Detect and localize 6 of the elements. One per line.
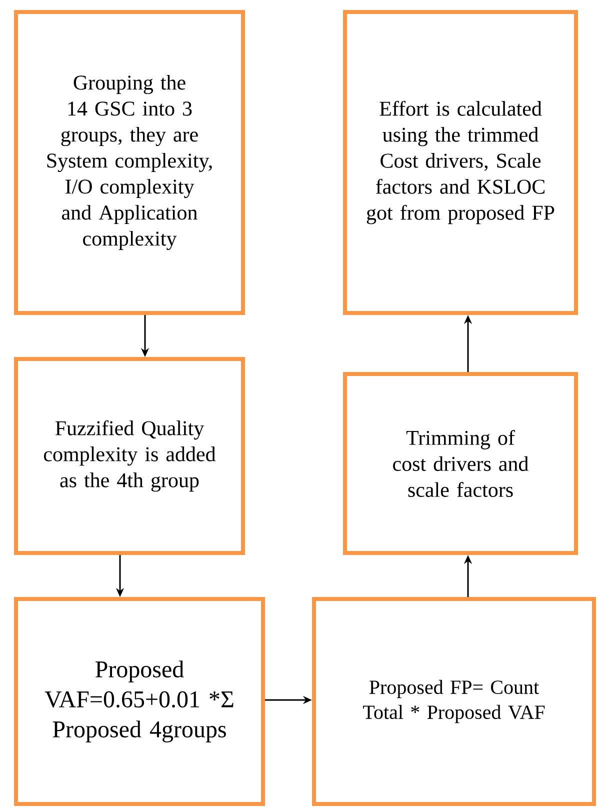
process-box: Proposed FP= Count Total * Proposed VAF <box>312 597 596 806</box>
process-box: Fuzzified Quality complexity is added as the 4th group <box>14 357 245 555</box>
process-box: Trimming of cost drivers and scale factors <box>343 372 578 555</box>
process-box: Proposed VAF=0.65+0.01 *Σ Proposed 4groups <box>14 597 265 806</box>
process-box: Grouping the 14 GSC into 3 groups, they are System complexity, I/O complexity and Application complexity <box>14 10 245 315</box>
process-box: Effort is calculated using the trimmed Cost drivers, Scale factors and KSLOC got from proposed FP <box>343 10 578 315</box>
